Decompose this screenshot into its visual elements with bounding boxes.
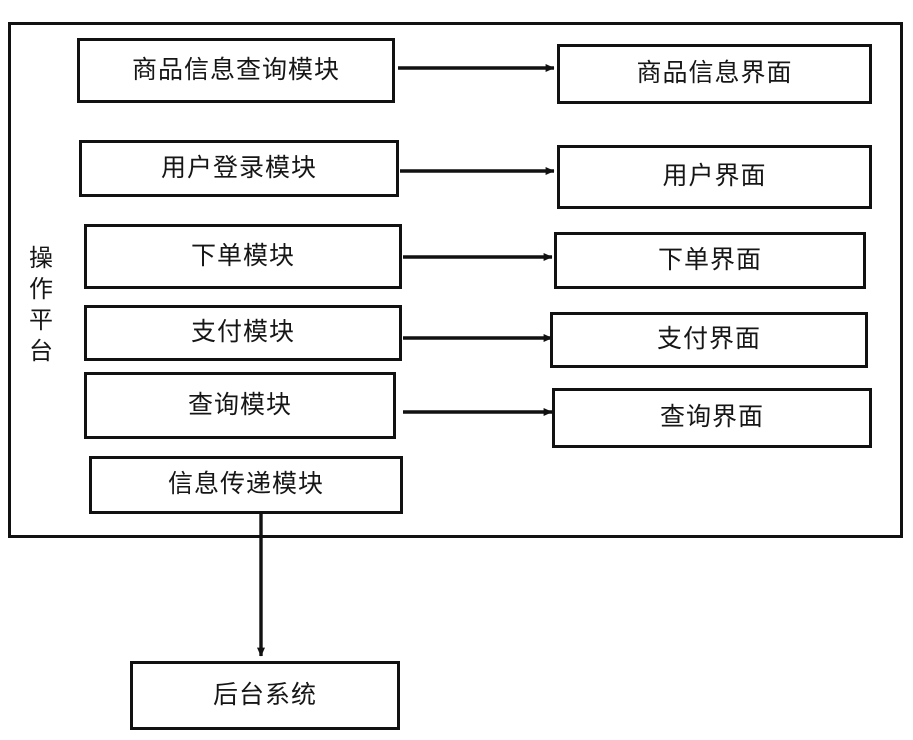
- platform-label-char-1: 操: [29, 245, 53, 272]
- platform-label-char-2: 作: [29, 276, 53, 303]
- module-user-login-label: 用户登录模块: [160, 154, 317, 182]
- backend-system[interactable]: 后台系统: [130, 661, 400, 730]
- module-user-login[interactable]: 用户登录模块: [79, 140, 399, 197]
- platform-label-char-4: 台: [29, 339, 53, 366]
- module-info-transfer-label: 信息传递模块: [167, 471, 324, 499]
- module-payment-label: 支付模块: [190, 319, 295, 347]
- interface-product-info[interactable]: 商品信息界面: [557, 44, 872, 104]
- interface-query[interactable]: 查询界面: [552, 388, 872, 448]
- module-info-transfer[interactable]: 信息传递模块: [89, 456, 403, 514]
- module-query-label: 查询模块: [187, 391, 292, 419]
- interface-place-order-label: 下单界面: [657, 246, 762, 274]
- module-place-order[interactable]: 下单模块: [84, 224, 402, 289]
- module-product-info-query-label: 商品信息查询模块: [131, 56, 340, 84]
- interface-place-order[interactable]: 下单界面: [554, 232, 866, 289]
- module-payment[interactable]: 支付模块: [84, 305, 402, 361]
- interface-payment-label: 支付界面: [656, 326, 761, 354]
- backend-system-label: 后台系统: [212, 681, 317, 709]
- module-product-info-query[interactable]: 商品信息查询模块: [77, 38, 395, 103]
- module-place-order-label: 下单模块: [190, 242, 295, 270]
- interface-payment[interactable]: 支付界面: [550, 312, 868, 368]
- operating-platform-container: [8, 22, 903, 538]
- module-query[interactable]: 查询模块: [84, 372, 396, 439]
- platform-label-char-3: 平: [29, 308, 53, 334]
- interface-user-label: 用户界面: [662, 163, 767, 191]
- interface-user[interactable]: 用户界面: [557, 145, 872, 209]
- interface-product-info-label: 商品信息界面: [636, 60, 793, 88]
- operating-platform-label: 操 作 平 台: [22, 222, 60, 390]
- interface-query-label: 查询界面: [659, 404, 764, 432]
